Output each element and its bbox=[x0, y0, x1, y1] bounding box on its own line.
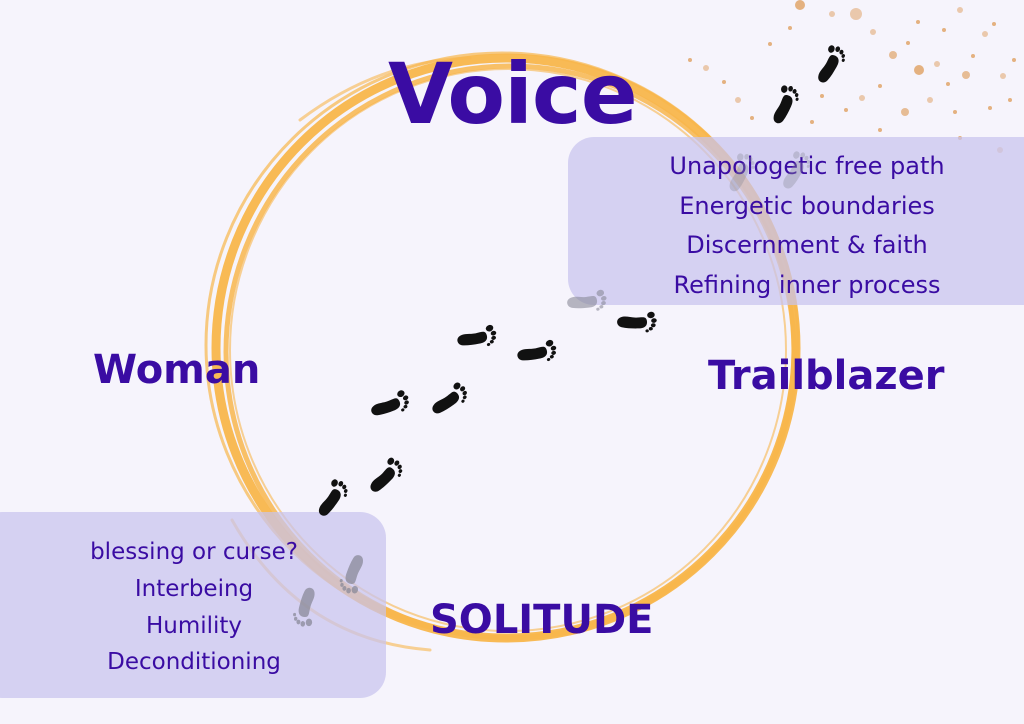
footprint-icon bbox=[455, 323, 500, 356]
footprint-icon bbox=[292, 586, 316, 628]
panel-line: Energetic boundaries bbox=[679, 191, 935, 220]
panel-line: Humility bbox=[145, 612, 243, 639]
footprint-icon bbox=[566, 288, 610, 318]
footprint-icon bbox=[317, 477, 352, 522]
footprint-icon bbox=[368, 455, 408, 500]
label-woman: Woman bbox=[93, 347, 261, 393]
panel-line: Interbeing bbox=[134, 575, 254, 602]
footprint-icon bbox=[337, 552, 365, 595]
footprint-icon bbox=[781, 149, 814, 194]
label-solitude: SOLITUDE bbox=[430, 597, 654, 643]
panel-line: Deconditioning bbox=[107, 649, 281, 676]
bottom-left-panel: blessing or curse? Interbeing Humility D… bbox=[0, 512, 386, 698]
diagram-title: Voice bbox=[388, 45, 638, 143]
panel-line: Refining inner process bbox=[673, 270, 941, 299]
footprint-icon bbox=[369, 388, 414, 426]
panel-line: Discernment & faith bbox=[686, 231, 928, 259]
footprint-icon bbox=[772, 83, 802, 127]
footprint-icon bbox=[515, 338, 560, 371]
footprint-icon bbox=[728, 151, 758, 195]
footprint-icon bbox=[816, 43, 849, 88]
panel-line: blessing or curse? bbox=[90, 539, 298, 565]
footprint-icon bbox=[616, 311, 659, 338]
footprint-icon bbox=[430, 380, 473, 423]
label-trailblazer: Trailblazer bbox=[708, 353, 945, 399]
